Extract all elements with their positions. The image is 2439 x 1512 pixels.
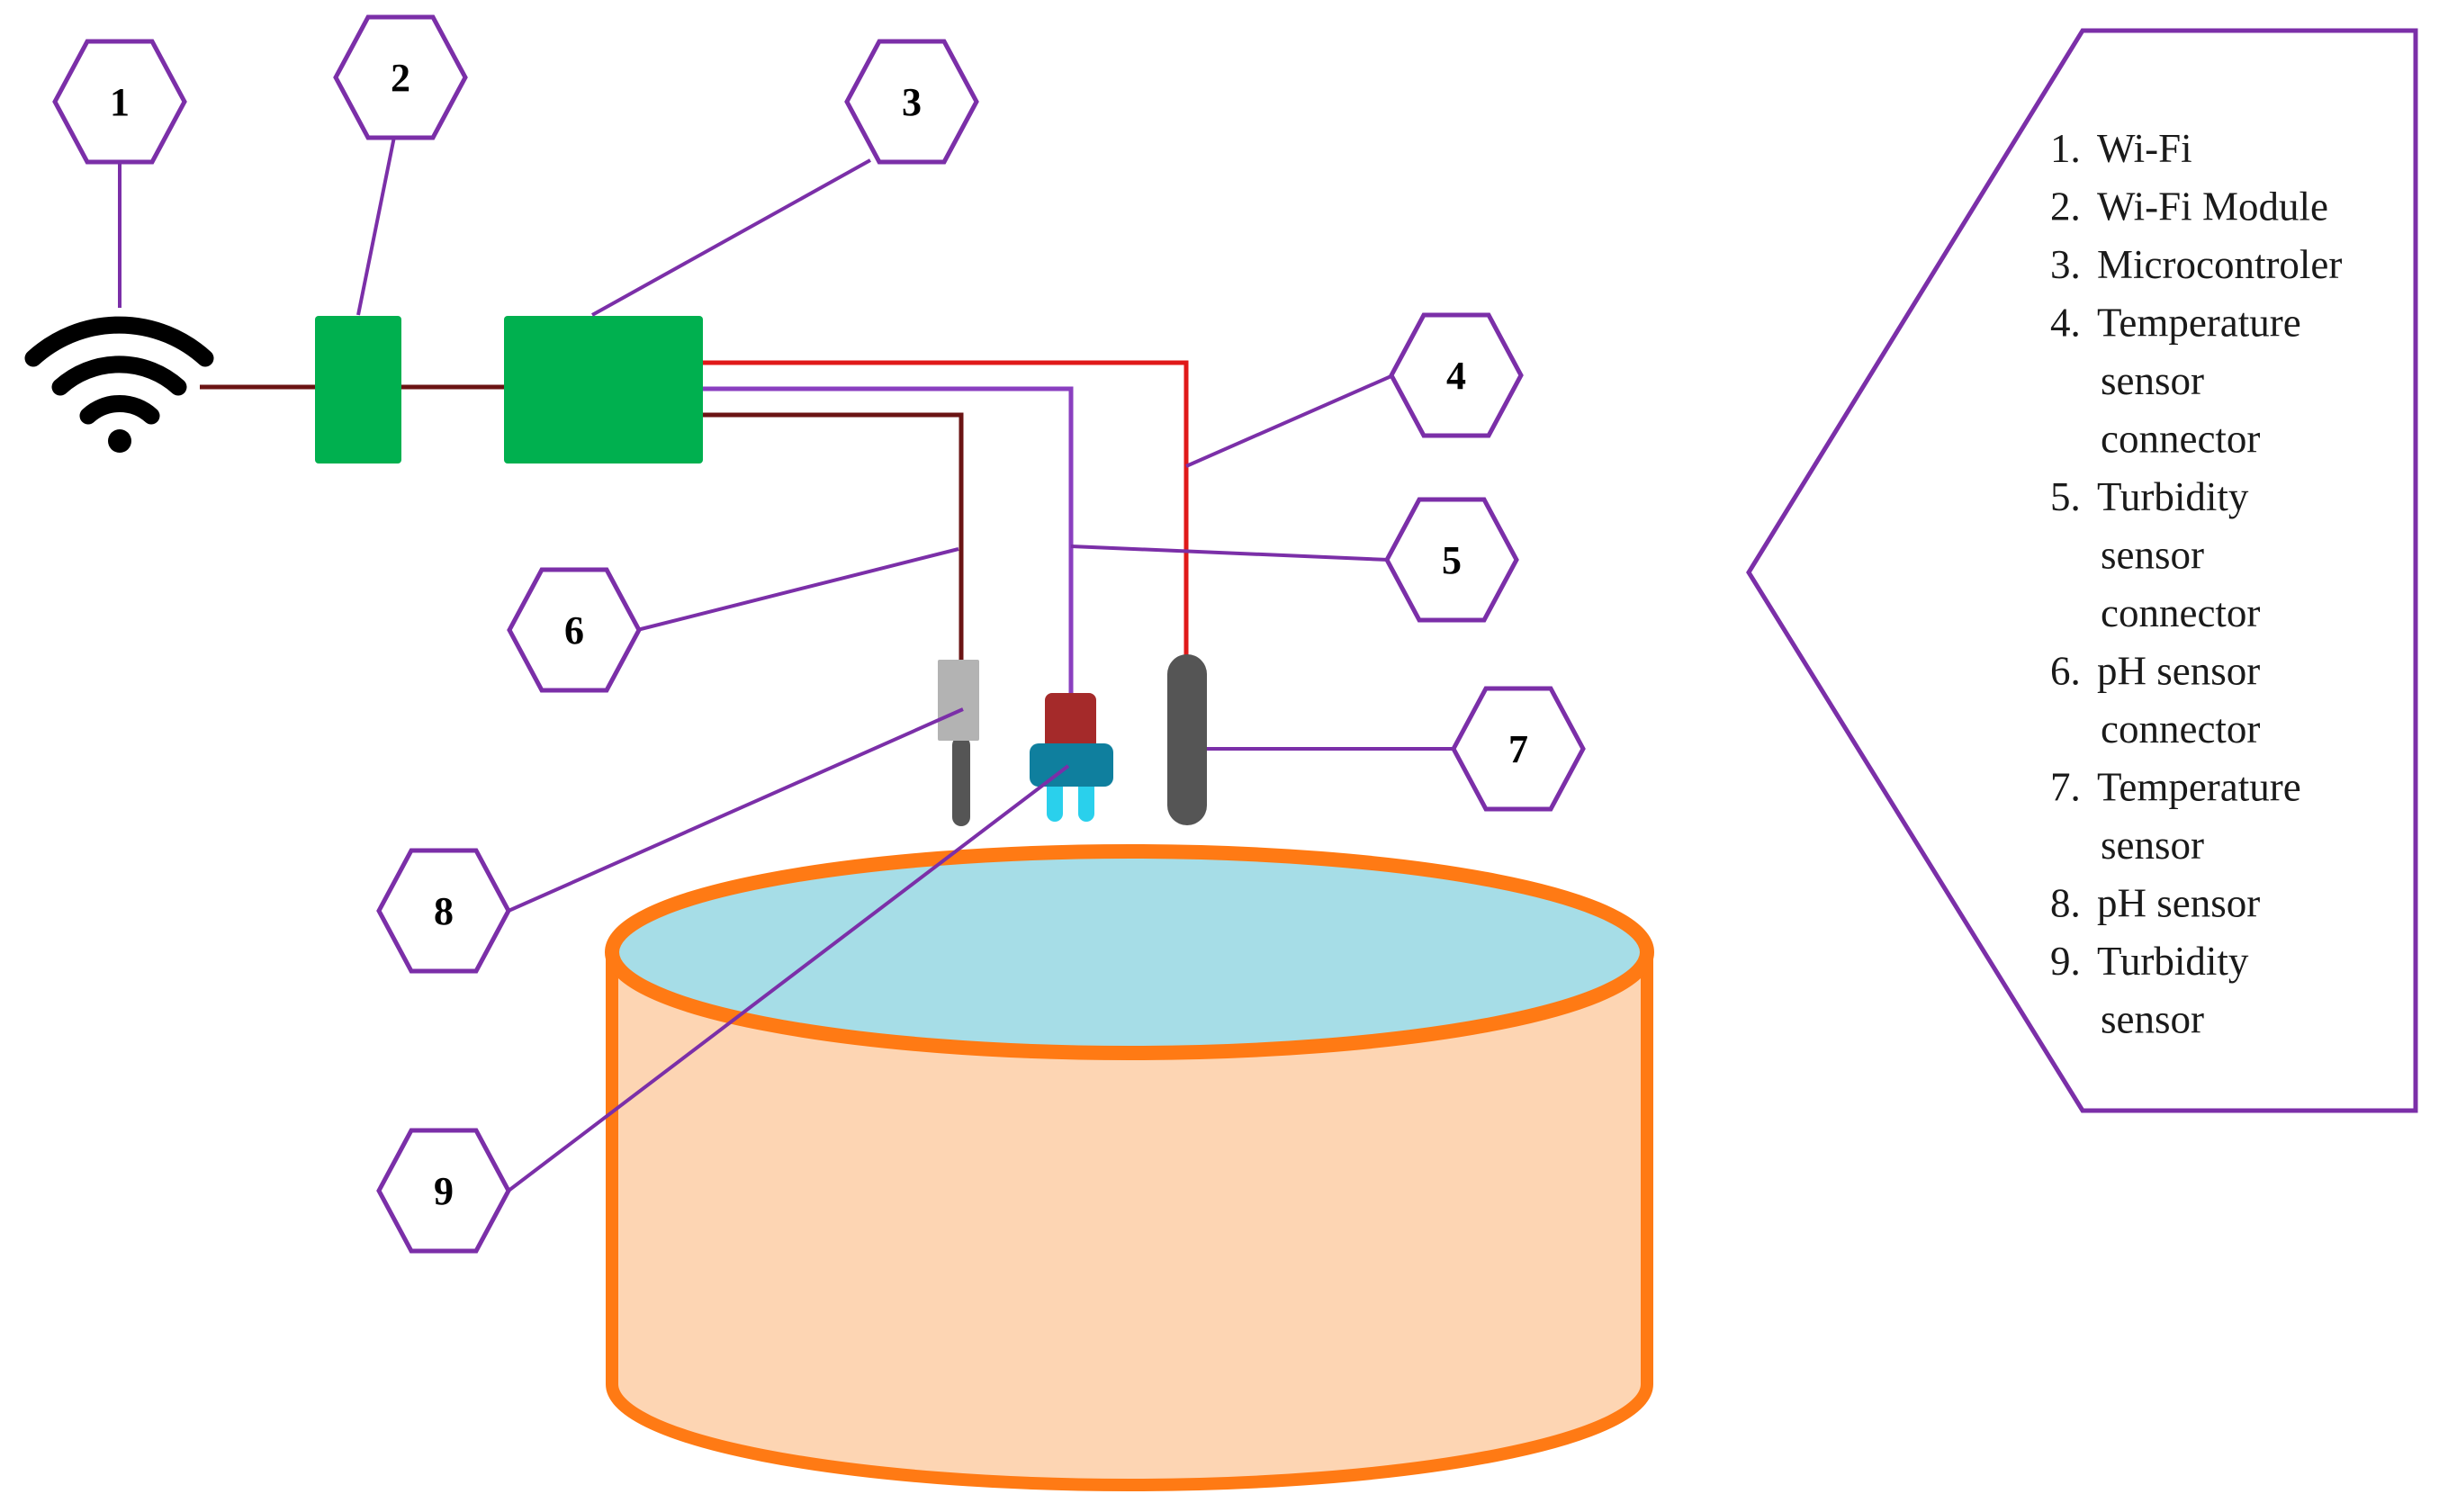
wire-ph-connector [702, 412, 964, 662]
legend-item-text: sensor [2101, 358, 2204, 403]
callout-number: 8 [434, 889, 454, 933]
legend-item-text: sensor [2101, 823, 2204, 868]
water-tank [605, 844, 1654, 1491]
callout-hexagon [376, 1128, 511, 1254]
legend: 1. Wi-Fi 2. Wi-Fi Module 3. Microcontroler 4. T… [1746, 28, 2418, 1113]
legend-item-number: 2. [2050, 184, 2081, 230]
ph-sensor [938, 660, 979, 826]
legend-item-number: 8. [2050, 881, 2081, 926]
legend-item-text: Wi-Fi [2097, 126, 2192, 171]
legend-item-number: 9. [2050, 939, 2081, 984]
callout-hexagon [52, 39, 187, 165]
callout-9: 9 [376, 1128, 511, 1254]
legend-item-text: pH sensor [2097, 881, 2260, 926]
callout-8: 8 [376, 848, 511, 974]
tank-water-surface [605, 844, 1654, 1060]
callout-hexagon [333, 14, 468, 140]
legend-item-number: 4. [2050, 301, 2081, 346]
callout-2: 2 [333, 14, 468, 140]
legend-item-text: Wi-Fi Module [2097, 184, 2328, 230]
legend-item-number: 1. [2050, 126, 2081, 171]
callout-hexagon [507, 567, 642, 693]
callout-hexagon [1384, 497, 1519, 623]
legend-item-text: pH sensor [2097, 649, 2260, 694]
wire-turbidity-connector [702, 386, 1074, 693]
callout-hexagon [1451, 686, 1586, 812]
callout-number: 3 [902, 80, 922, 124]
tank-body [606, 946, 1653, 1491]
callout-1: 1 [52, 39, 187, 165]
callout-5: 5 [1384, 497, 1519, 623]
callout-number: 6 [564, 608, 584, 652]
callout-6: 6 [507, 567, 642, 693]
wire-temperature-connector [702, 360, 1189, 660]
callout-4: 4 [1389, 312, 1524, 438]
legend-item-text: Turbidity [2097, 474, 2249, 519]
legend-list: 1. Wi-Fi 2. Wi-Fi Module 3. Microcontroler 4. T… [2050, 126, 2342, 1042]
callout-number: 4 [1446, 354, 1466, 398]
callout-number: 2 [391, 56, 410, 100]
turbidity-sensor [1030, 693, 1113, 822]
wifi-module [315, 316, 401, 464]
legend-item-number: 3. [2050, 242, 2081, 287]
legend-item-number: 7. [2050, 765, 2081, 810]
legend-item-text: sensor [2101, 997, 2204, 1042]
legend-item-text: connector [2101, 417, 2260, 462]
legend-item-text: Turbidity [2097, 939, 2249, 984]
legend-frame [1746, 28, 2418, 1113]
callout-hexagons: 1 2 3 4 5 6 7 8 9 [52, 14, 1586, 1254]
callout-number: 5 [1442, 538, 1462, 582]
legend-item-number: 6. [2050, 649, 2081, 694]
callout-number: 1 [110, 80, 130, 124]
callout-3: 3 [844, 39, 979, 165]
wiring [200, 360, 1189, 693]
legend-item-text: sensor [2101, 533, 2204, 578]
callout-hexagon [1389, 312, 1524, 438]
callout-number: 9 [434, 1169, 454, 1213]
legend-item-text: Temperature [2097, 301, 2301, 346]
legend-item-text: connector [2101, 706, 2260, 752]
callout-number: 7 [1508, 727, 1528, 771]
legend-item-text: Microcontroler [2097, 242, 2342, 287]
wifi-icon [24, 316, 214, 453]
legend-item-text: connector [2101, 590, 2260, 635]
callout-7: 7 [1451, 686, 1586, 812]
legend-item-text: Temperature [2097, 765, 2301, 810]
callout-hexagon [844, 39, 979, 165]
leader-lines [118, 136, 1455, 1192]
temperature-sensor [1167, 654, 1207, 825]
microcontroller [504, 316, 703, 464]
legend-item-number: 5. [2050, 474, 2081, 519]
callout-hexagon [376, 848, 511, 974]
